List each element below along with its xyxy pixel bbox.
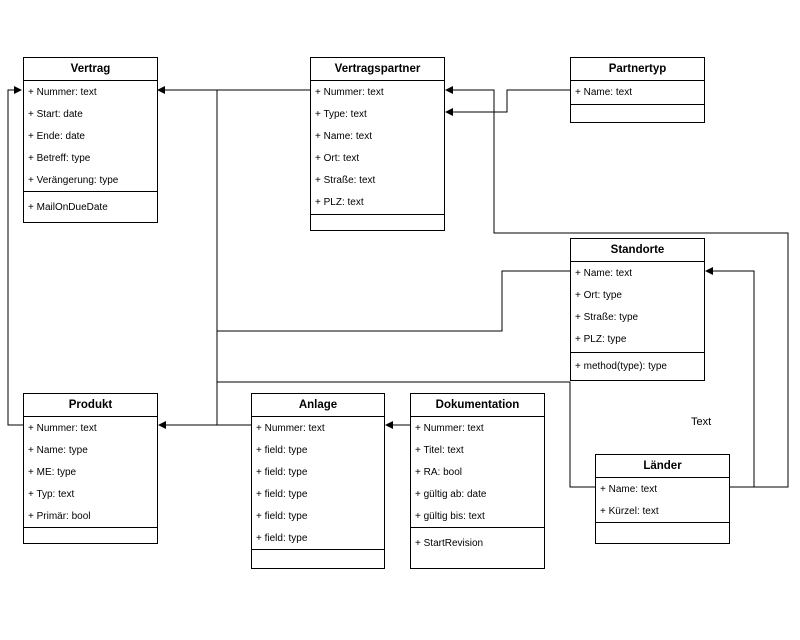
class-title: Dokumentation bbox=[411, 394, 544, 417]
class-anlage[interactable]: Anlage + Nummer: text + field: type + fi… bbox=[251, 393, 385, 569]
attribute[interactable]: + gültig bis: text bbox=[415, 511, 485, 522]
class-title: Vertragspartner bbox=[311, 58, 444, 81]
attribute[interactable]: + Name: text bbox=[315, 131, 372, 142]
attribute[interactable]: + Nummer: text bbox=[28, 87, 97, 98]
floating-text-label[interactable]: Text bbox=[691, 416, 712, 428]
class-standorte[interactable]: Standorte + Name: text + Ort: type + Str… bbox=[570, 238, 705, 381]
attribute[interactable]: + Start: date bbox=[28, 109, 83, 120]
attribute[interactable]: + Nummer: text bbox=[415, 423, 484, 434]
attribute[interactable]: + Nummer: text bbox=[28, 423, 97, 434]
attribute[interactable]: + field: type bbox=[256, 467, 308, 478]
methods-section: + StartRevision bbox=[411, 528, 544, 555]
attribute[interactable]: + field: type bbox=[256, 489, 308, 500]
class-title: Länder bbox=[596, 455, 729, 478]
attribute[interactable]: + PLZ: text bbox=[315, 197, 364, 208]
attribute[interactable]: + Nummer: text bbox=[256, 423, 325, 434]
attribute[interactable]: + Straße: type bbox=[575, 312, 639, 323]
attribute[interactable]: + field: type bbox=[256, 511, 308, 522]
attribute[interactable]: + Straße: text bbox=[315, 175, 376, 186]
attribute[interactable]: + Name: text bbox=[600, 484, 657, 495]
method[interactable]: + MailOnDueDate bbox=[28, 202, 108, 213]
attribute[interactable]: + field: type bbox=[256, 445, 308, 456]
class-vertrag[interactable]: Vertrag + Nummer: text + Start: date + E… bbox=[23, 57, 158, 223]
attribute[interactable]: + RA: bool bbox=[415, 467, 462, 478]
connector-laender-right bbox=[705, 232, 789, 488]
attribute[interactable]: + Type: text bbox=[315, 109, 367, 120]
attribute[interactable]: + PLZ: type bbox=[575, 334, 627, 345]
connector-produkt-vertrag bbox=[7, 86, 23, 426]
class-title: Anlage bbox=[252, 394, 384, 417]
class-title: Produkt bbox=[24, 394, 157, 417]
attribute[interactable]: + Verängerung: type bbox=[28, 175, 119, 186]
attribute[interactable]: + Ende: date bbox=[28, 131, 85, 142]
connector-standorte-vertragspartner bbox=[445, 86, 705, 234]
connector-standorte-trunk bbox=[217, 270, 570, 332]
method[interactable]: + StartRevision bbox=[415, 538, 484, 549]
attributes-section: + Nummer: text + field: type + field: ty… bbox=[252, 417, 384, 550]
class-title: Standorte bbox=[571, 239, 704, 262]
attribute[interactable]: + gültig ab: date bbox=[415, 489, 487, 500]
connector-partnertyp-vertragspartner bbox=[445, 89, 570, 116]
attribute[interactable]: + Kürzel: text bbox=[600, 506, 659, 517]
class-vertragspartner[interactable]: Vertragspartner + Nummer: text + Type: t… bbox=[310, 57, 445, 231]
class-title: Partnertyp bbox=[571, 58, 704, 81]
attribute[interactable]: + Nummer: text bbox=[315, 87, 384, 98]
attribute[interactable]: + Typ: text bbox=[28, 489, 75, 500]
class-produkt[interactable]: Produkt + Nummer: text + Name: type + ME… bbox=[23, 393, 158, 544]
attribute[interactable]: + field: type bbox=[256, 533, 308, 544]
methods-section: + MailOnDueDate bbox=[24, 192, 157, 219]
attributes-section: + Name: text + Ort: type + Straße: type … bbox=[571, 262, 704, 353]
attributes-section: + Nummer: text + Start: date + Ende: dat… bbox=[24, 81, 157, 192]
attributes-section: + Name: text bbox=[571, 81, 704, 105]
class-title: Vertrag bbox=[24, 58, 157, 81]
attribute[interactable]: + Betreff: type bbox=[28, 153, 91, 164]
attribute[interactable]: + Name: text bbox=[575, 268, 632, 279]
attributes-section: + Name: text + Kürzel: text bbox=[596, 478, 729, 523]
attribute[interactable]: + Titel: text bbox=[415, 445, 464, 456]
attribute[interactable]: + Name: type bbox=[28, 445, 88, 456]
attribute[interactable]: + Ort: text bbox=[315, 153, 360, 164]
attributes-section: + Nummer: text + Type: text + Name: text… bbox=[311, 81, 444, 215]
attribute[interactable]: + Name: text bbox=[575, 87, 632, 98]
methods-section: + method(type): type bbox=[571, 353, 704, 378]
class-dokumentation[interactable]: Dokumentation + Nummer: text + Titel: te… bbox=[410, 393, 545, 569]
connector-laender-standorte bbox=[705, 267, 755, 488]
attributes-section: + Nummer: text + Name: type + ME: type +… bbox=[24, 417, 157, 528]
attribute[interactable]: + ME: type bbox=[28, 467, 77, 478]
class-partnertyp[interactable]: Partnertyp + Name: text bbox=[570, 57, 705, 123]
method[interactable]: + method(type): type bbox=[575, 361, 667, 372]
attribute[interactable]: + Primär: bool bbox=[28, 511, 91, 522]
attributes-section: + Nummer: text + Titel: text + RA: bool … bbox=[411, 417, 544, 528]
connector-laender-trunk bbox=[217, 381, 595, 488]
class-laender[interactable]: Länder + Name: text + Kürzel: text bbox=[595, 454, 730, 544]
attribute[interactable]: + Ort: type bbox=[575, 290, 622, 301]
